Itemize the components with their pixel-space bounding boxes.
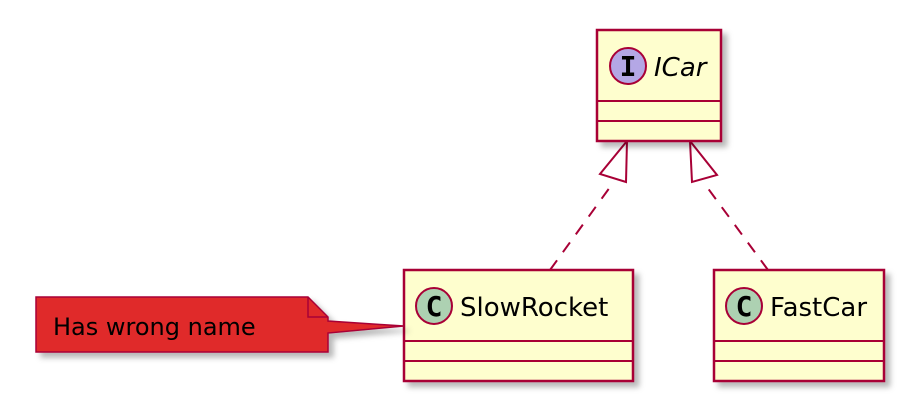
note-text: Has wrong name [53,313,256,341]
interface-badge: I [609,47,647,85]
class-name-fastcar: FastCar [770,293,867,323]
realization-slowrocket-to-icar [549,138,629,271]
class-badge-fastcar: C [725,287,763,325]
interface-icar[interactable] [595,28,723,143]
interface-badge-letter: I [620,50,637,83]
class-slowrocket[interactable] [402,268,635,383]
class-name-slowrocket: SlowRocket [460,293,608,323]
class-fastcar[interactable] [712,268,886,383]
interface-name: ICar [654,53,709,83]
class-badge-slowrocket: C [415,287,453,325]
realization-fastcar-to-icar [688,137,769,271]
class-badge-letter: C [736,290,753,323]
class-badge-letter: C [426,290,443,323]
note-has-wrong-name[interactable] [35,296,405,353]
